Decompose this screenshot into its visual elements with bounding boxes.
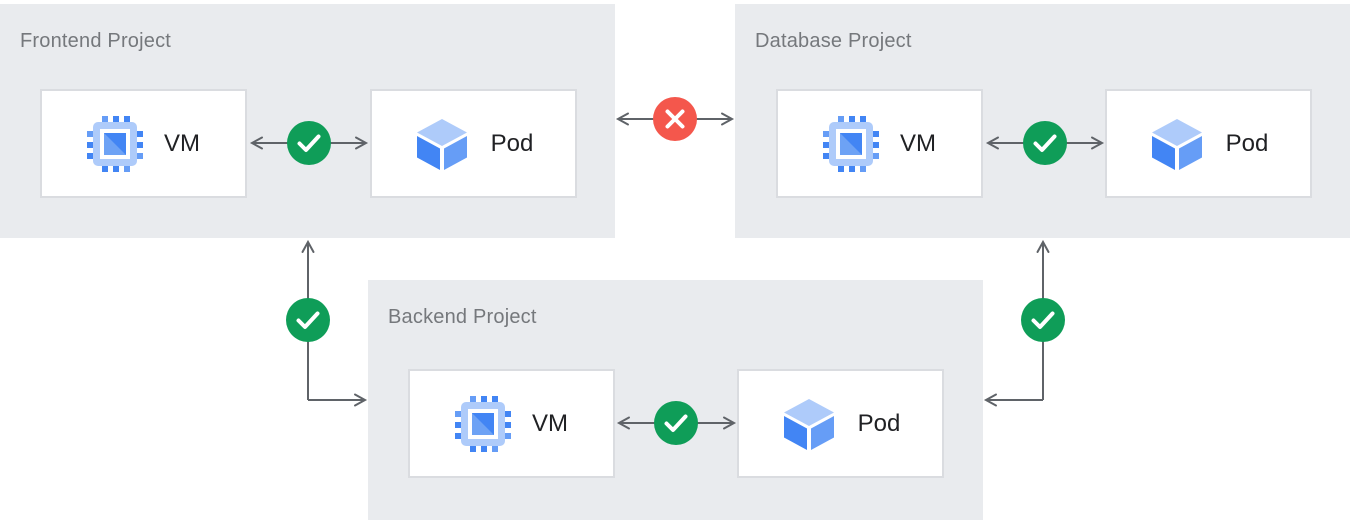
frontend-pod-label: Pod	[490, 129, 534, 157]
database-backend-allowed-check-icon	[1021, 298, 1065, 342]
backend-vm-label: VM	[532, 409, 568, 437]
pod-cube-icon	[414, 116, 470, 172]
vm-chip-icon	[823, 116, 879, 172]
database-project-title: Database Project	[755, 30, 912, 52]
frontend-project-title: Frontend Project	[20, 30, 172, 52]
backend-pod-node: Pod	[737, 369, 944, 478]
backend-project-title: Backend Project	[388, 306, 537, 328]
frontend-database-blocked-cross-icon	[653, 97, 697, 141]
frontend-pod-node: Pod	[370, 89, 577, 198]
backend-vm-node: VM	[408, 369, 615, 478]
pod-cube-icon	[1149, 116, 1205, 172]
database-project-panel: Database Project VM Pod	[735, 4, 1350, 238]
frontend-vm-label: VM	[164, 129, 200, 157]
database-pod-node: Pod	[1105, 89, 1312, 198]
database-vm-node: VM	[776, 89, 983, 198]
database-pod-label: Pod	[1225, 129, 1269, 157]
vm-chip-icon	[455, 396, 511, 452]
vm-chip-icon	[87, 116, 143, 172]
database-internal-allowed-check-icon	[1023, 121, 1067, 165]
frontend-internal-allowed-check-icon	[287, 121, 331, 165]
backend-project-panel: Backend Project VM Pod	[368, 280, 983, 520]
backend-internal-allowed-check-icon	[654, 401, 698, 445]
frontend-vm-node: VM	[40, 89, 247, 198]
frontend-backend-allowed-check-icon	[286, 298, 330, 342]
pod-cube-icon	[781, 396, 837, 452]
database-vm-label: VM	[900, 129, 936, 157]
backend-pod-label: Pod	[857, 409, 901, 437]
frontend-project-panel: Frontend Project VM Pod	[0, 4, 615, 238]
